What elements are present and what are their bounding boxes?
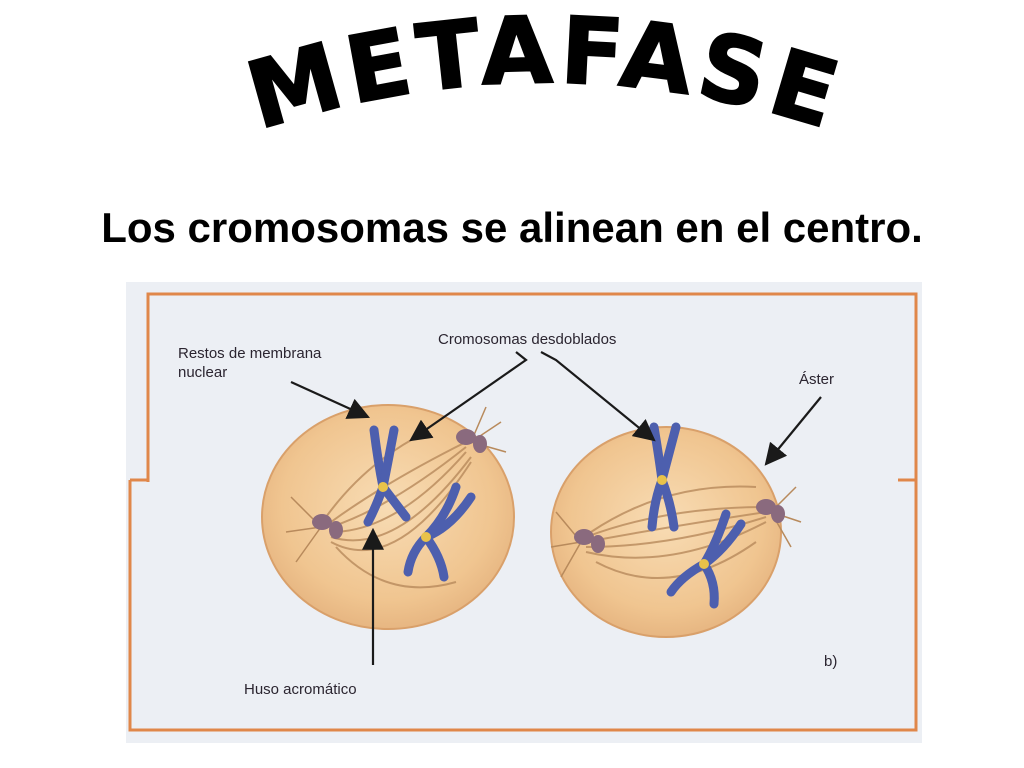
centromere	[378, 482, 431, 542]
metaphase-illustration: Restos de membrana nuclear Cromosomas de…	[126, 282, 922, 743]
cell-diagram	[128, 292, 918, 732]
right-cell	[550, 422, 802, 638]
label-arrows	[290, 351, 822, 665]
title-graphic: METAFASE	[235, 0, 855, 152]
panel-border	[128, 292, 918, 732]
left-cell	[261, 404, 515, 630]
spindle-fibers	[585, 485, 767, 579]
aster-label: Áster	[799, 371, 835, 388]
chromosomes-label: Cromosomas desdoblados	[438, 331, 617, 348]
centromere	[657, 475, 709, 569]
centriole	[574, 499, 785, 553]
nuclear-membrane-label: Restos de membrana nuclear	[178, 345, 322, 381]
centriole	[312, 429, 487, 539]
page-subtitle: Los cromosomas se alinean en el centro.	[101, 204, 923, 251]
page-title: METAFASE	[236, 0, 855, 151]
spindle-label: Huso acromático	[244, 681, 357, 698]
panel-letter: b)	[824, 653, 838, 670]
